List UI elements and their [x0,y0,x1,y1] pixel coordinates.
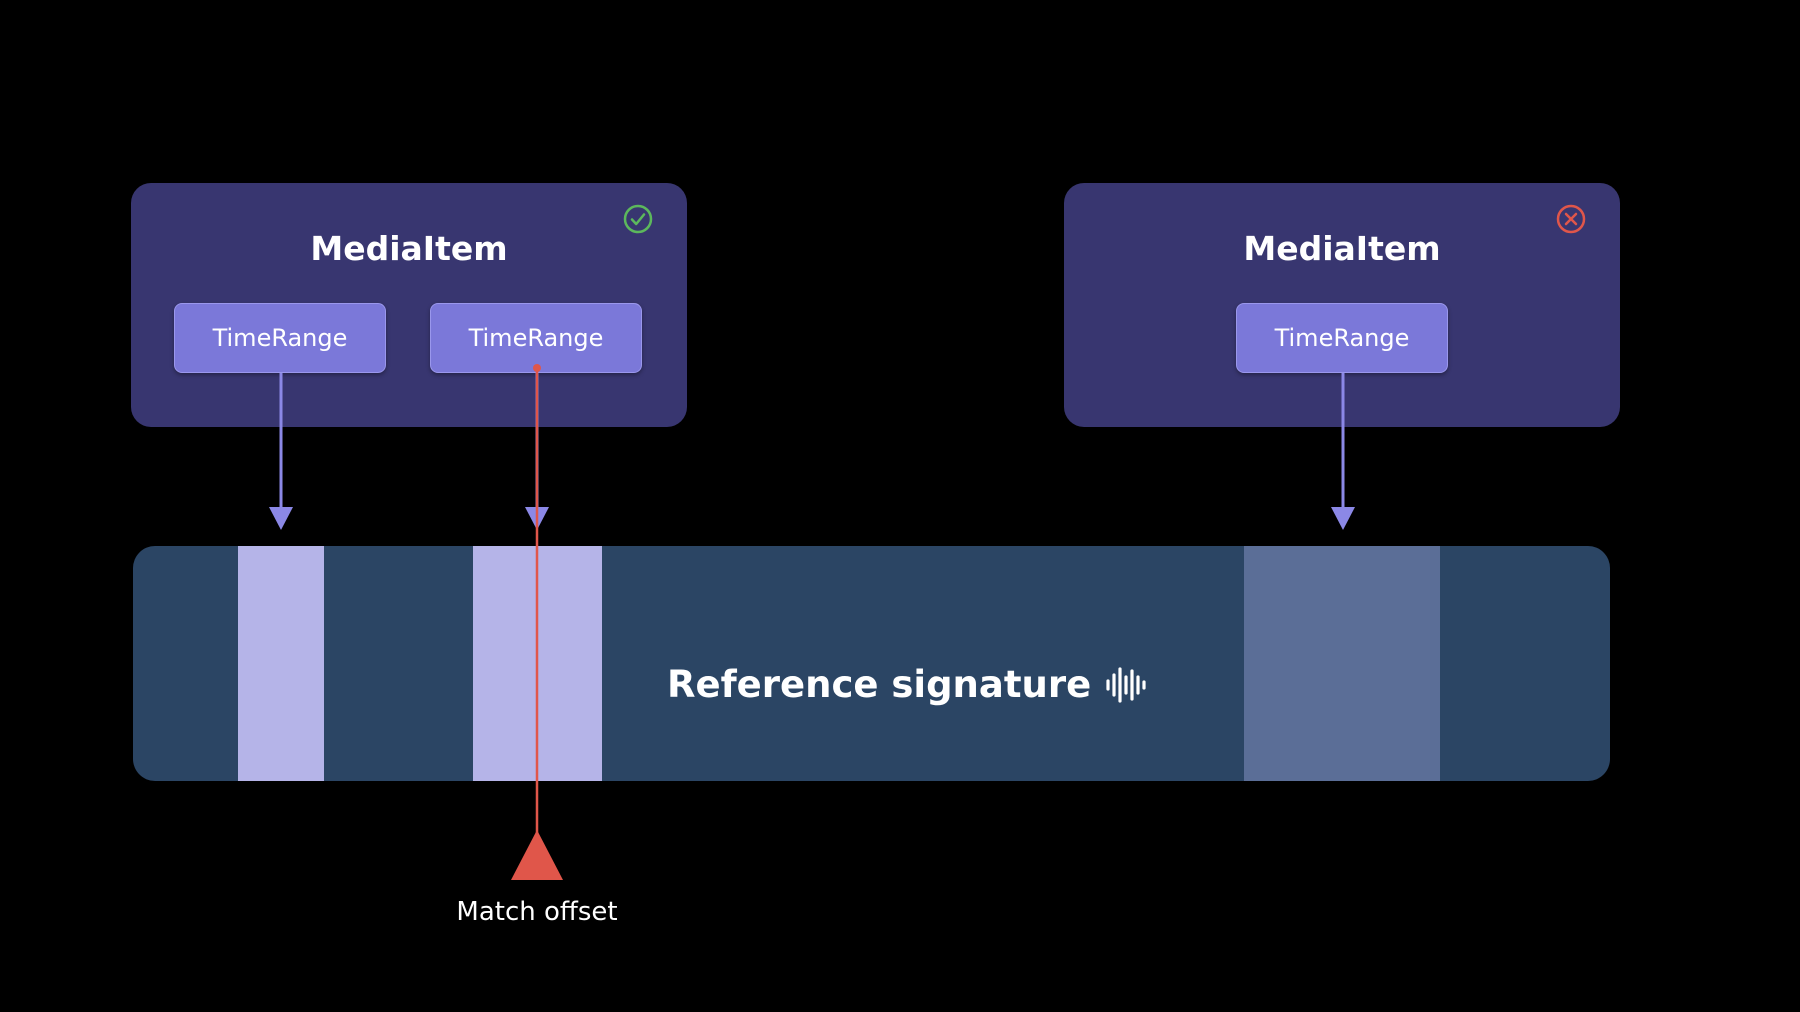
unmatched-segment [1244,546,1440,781]
waveform-icon [1106,666,1146,703]
match-offset-label: Match offset [456,897,618,927]
x-circle-icon [1556,204,1586,234]
matched-segment [238,546,324,781]
media-item-title: MediaItem [1243,229,1441,268]
reference-signature-label: Reference signature [667,663,1147,706]
time-range-box: TimeRange [174,303,386,373]
triangle-up-icon [511,830,563,880]
checkmark-circle-icon [623,204,653,234]
arrow-down-icon [269,373,293,530]
reference-signature-text: Reference signature [667,663,1092,706]
media-item-matched: MediaItem TimeRange TimeRange [131,183,687,427]
match-offset-marker [511,364,563,880]
time-range-box: TimeRange [430,303,642,373]
media-item-title: MediaItem [310,229,508,268]
time-range-box: TimeRange [1236,303,1448,373]
arrow-down-icon [1331,373,1355,530]
